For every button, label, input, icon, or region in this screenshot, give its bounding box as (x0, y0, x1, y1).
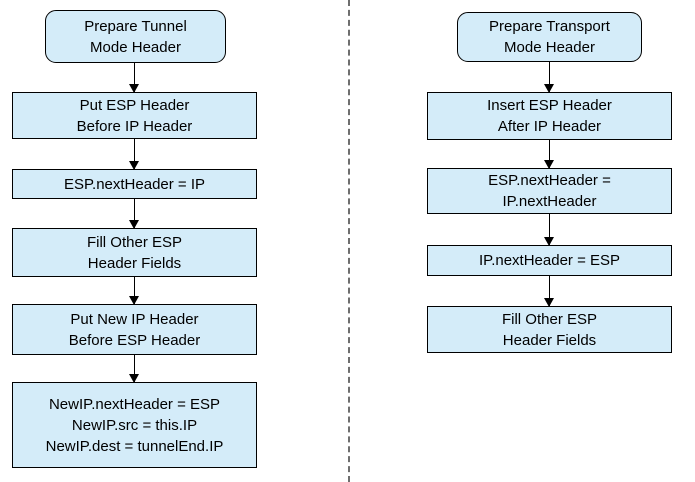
flow-node-label: Put ESP Header Before IP Header (76, 96, 193, 135)
flow-node-label: Put New IP Header Before ESP Header (68, 310, 201, 349)
flow-node-esp-nextheader-equals-ip-nextheader: ESP.nextHeader = IP.nextHeader (427, 168, 672, 214)
flow-node-newip-field-assignments: NewIP.nextHeader = ESP NewIP.src = this.… (12, 382, 257, 468)
flow-node-prepare-transport-mode-header: Prepare Transport Mode Header (457, 12, 642, 62)
flow-node-label: Prepare Tunnel Mode Header (84, 17, 187, 56)
down-arrow (129, 199, 139, 229)
flow-node-esp-nextheader-equals-ip: ESP.nextHeader = IP (12, 169, 257, 199)
flow-node-prepare-tunnel-mode-header: Prepare Tunnel Mode Header (45, 10, 226, 63)
flow-node-label: Prepare Transport Mode Header (489, 18, 610, 56)
down-arrow (544, 140, 554, 169)
flow-node-put-new-ip-header-before-esp-header: Put New IP Header Before ESP Header (12, 304, 257, 355)
flow-node-label: ESP.nextHeader = IP.nextHeader (488, 172, 611, 210)
flow-node-fill-other-esp-header-fields-transport: Fill Other ESP Header Fields (427, 306, 672, 353)
down-arrow (129, 139, 139, 170)
flow-node-fill-other-esp-header-fields: Fill Other ESP Header Fields (12, 228, 257, 277)
flow-node-put-esp-header-before-ip-header: Put ESP Header Before IP Header (12, 92, 257, 139)
flow-node-label: Insert ESP Header After IP Header (487, 97, 612, 135)
down-arrow (129, 63, 139, 93)
down-arrow (129, 277, 139, 305)
down-arrow (544, 276, 554, 307)
flow-node-label: IP.nextHeader = ESP (478, 252, 621, 269)
column-divider-dashed-line (348, 0, 350, 482)
down-arrow (544, 214, 554, 246)
flow-node-label: ESP.nextHeader = IP (63, 175, 206, 193)
down-arrow (129, 355, 139, 383)
flow-node-insert-esp-header-after-ip-header: Insert ESP Header After IP Header (427, 92, 672, 140)
flow-node-ip-nextheader-equals-esp: IP.nextHeader = ESP (427, 245, 672, 276)
flow-node-label: NewIP.nextHeader = ESP NewIP.src = this.… (45, 395, 224, 455)
flow-node-label: Fill Other ESP Header Fields (86, 233, 183, 272)
flow-node-label: Fill Other ESP Header Fields (501, 310, 598, 349)
down-arrow (544, 62, 554, 93)
